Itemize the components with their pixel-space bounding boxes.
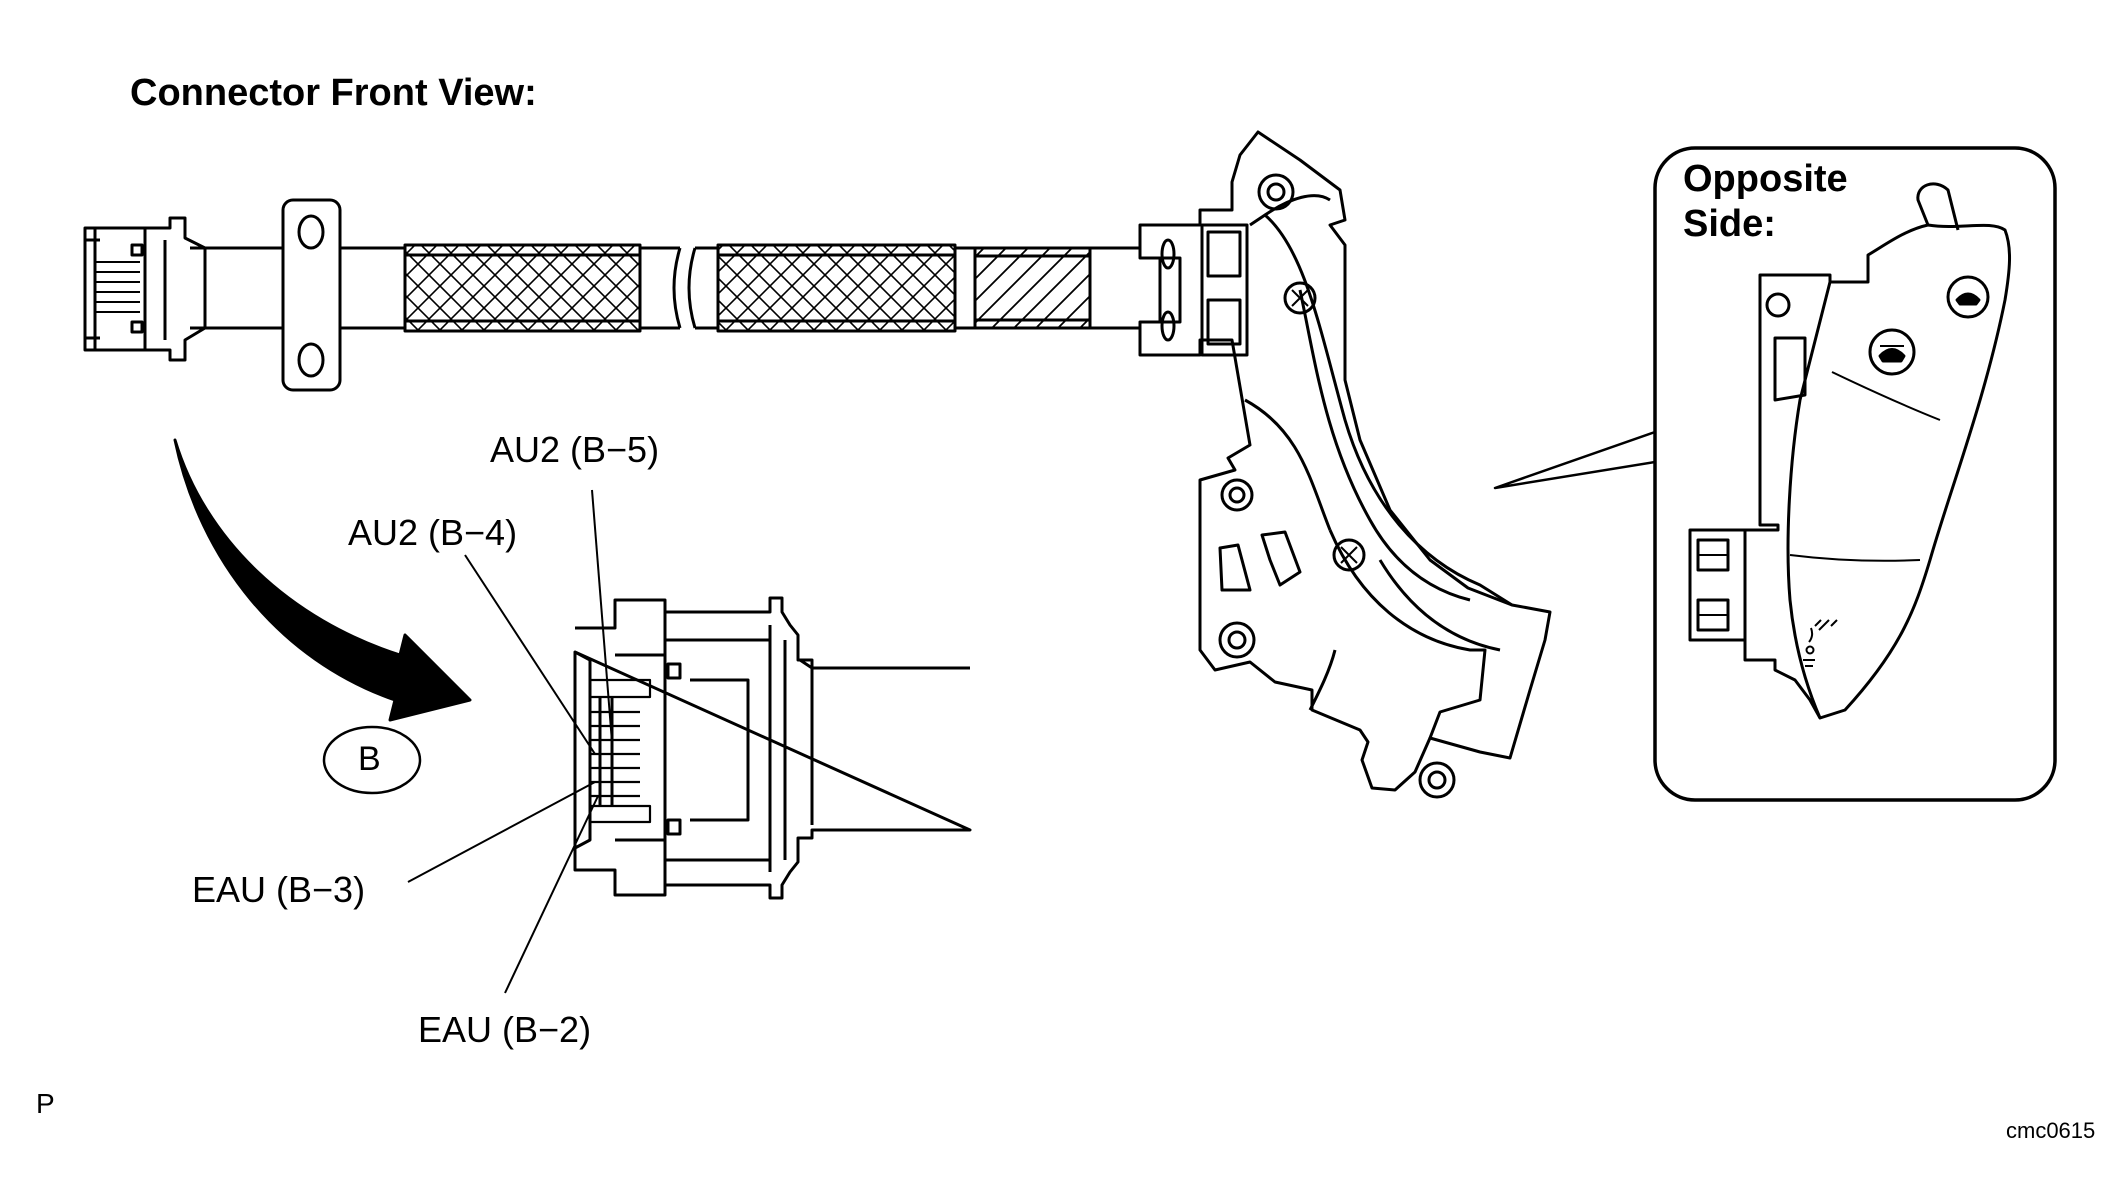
view-arrow [173,438,472,722]
phone-off-button [1868,328,1916,376]
connector-b-label: B [358,740,381,778]
opposite-side-heading-line1: Opposite [1683,158,1848,200]
diagram-title: Connector Front View: [130,72,537,114]
phone-on-button [1946,275,1990,319]
steering-pad-switch [1138,130,1552,799]
harness-protector-2 [716,243,957,333]
connector-b-callout-circle [322,725,422,795]
voice-talk-button [1803,619,1838,667]
harness-end-connector [83,216,207,362]
pin-label-b5: AU2 (B−5) [490,429,660,470]
connector-b-front-view [573,596,972,900]
opposite-side-heading-line2: Side: [1683,203,1776,245]
pin-leaders [407,489,613,994]
harness-protector-1 [403,243,642,333]
pin-label-b3: EAU (B−3) [192,869,366,910]
corner-mark: P [36,1088,55,1119]
figure-code: cmc0615 [2006,1118,2096,1143]
opposite-side-inset [1653,146,2057,802]
pin-label-b4: AU2 (B−4) [348,512,518,553]
harness-tape [973,246,1092,330]
harness-clamp [281,198,342,392]
pin-label-b2: EAU (B−2) [418,1009,592,1050]
callout-pointer [1493,430,1656,490]
inset-connector [1688,528,1747,642]
